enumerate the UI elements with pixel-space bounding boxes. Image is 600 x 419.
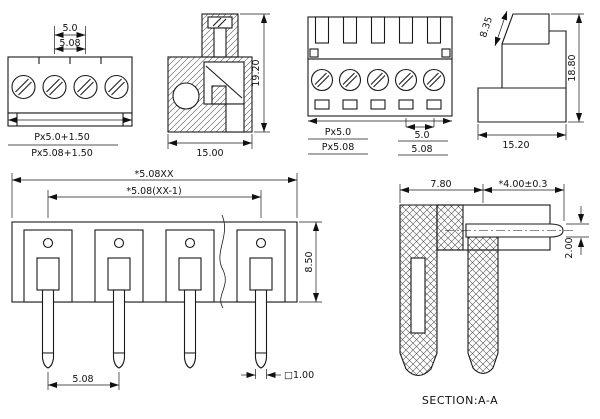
dim-8-50: 8.50: [304, 251, 315, 272]
dim-plug-height: 18.80: [551, 13, 584, 123]
view-plug-side: 8.35 18.80 15.20: [477, 10, 584, 151]
dim-8-35: 8.35: [478, 16, 495, 39]
header-pin-3: [178, 237, 202, 369]
dim-5-08xx-1: *5.08(XX-1): [126, 186, 181, 197]
dim-block-height: 19.20: [240, 13, 270, 133]
dim-15-00: 15.00: [196, 148, 223, 159]
plug-screw-3: [366, 68, 390, 92]
dim-header-pitch: 5.08: [47, 372, 120, 390]
dim-2-00: 2.00: [564, 237, 575, 258]
dim-pin-diameter: 2.00: [564, 206, 589, 259]
screw-4: [104, 74, 129, 100]
header-pin-2: [107, 237, 131, 369]
dim-header-total-width: *5.08XX: [11, 169, 298, 218]
pin-leg: [467, 249, 499, 375]
dim-header-span-width: *5.08(XX-1): [47, 186, 262, 218]
dim-7-80: 7.80: [430, 179, 451, 190]
dim-4-00: *4.00±0.3: [499, 179, 548, 190]
view-plug-front: 5.0 5.08 Px5.0 Px5.08: [307, 16, 453, 156]
wall-slot: [410, 257, 426, 334]
dim-plug-5-0: 5.0: [414, 130, 429, 141]
dim-pitch-5-08-header: 5.08: [72, 374, 93, 385]
plug-width-formula-1: Px5.0: [325, 127, 351, 138]
dim-5-08xx: *5.08XX: [135, 169, 174, 180]
dim-18-80: 18.80: [567, 54, 578, 81]
clamp-spring-line: [205, 65, 243, 99]
block-width-formula-1: Px5.0+1.50: [34, 132, 90, 143]
dim-block-depth: 15.00: [167, 134, 253, 159]
block-side-screw-shaft: [213, 27, 227, 58]
block-width-formula-2: Px5.08+1.50: [31, 148, 93, 159]
view-pin-header-section: 7.80 *4.00±0.3 2.00 SECTION:A-A: [399, 179, 589, 407]
dim-block-pitch: 5.0 5.08: [54, 23, 86, 54]
plug-screw-5: [422, 68, 446, 92]
plug-screw-2: [338, 68, 362, 92]
header-pin-1: [36, 237, 60, 369]
section-caption: SECTION:A-A: [422, 394, 498, 407]
header-pin-4: [249, 237, 273, 369]
dim-pin-length: *4.00±0.3: [483, 179, 565, 221]
plug-width-formula-2: Px5.08: [322, 142, 355, 153]
view-pin-header-front: *5.08XX *5.08(XX-1): [11, 169, 322, 390]
screw-3: [73, 74, 98, 100]
dim-header-height: 8.50: [299, 221, 322, 303]
dim-section-depth: 7.80: [399, 179, 484, 203]
view-terminal-block-front: 5.0 5.08 Px5.0+1.50 Px5.08+1.50: [7, 23, 133, 159]
plug-screw-1: [310, 68, 334, 92]
dim-plug-5-08: 5.08: [411, 144, 432, 155]
plug-side-outline: [477, 13, 567, 123]
dim-pitch-5-08: 5.08: [59, 38, 80, 49]
dim-plug-depth: 15.20: [477, 124, 567, 151]
dim-block-total-width: Px5.0+1.50 Px5.08+1.50: [8, 116, 132, 159]
dim-19-20: 19.20: [251, 59, 262, 86]
dim-pin-square: □1.00: [241, 369, 314, 381]
break-line: [219, 214, 226, 309]
view-terminal-block-side: 19.20 15.00: [167, 13, 270, 159]
block-base: [7, 112, 133, 127]
wire-entry-hole: [172, 82, 200, 110]
dim-15-20: 15.20: [502, 140, 529, 151]
dim-pitch-5-0: 5.0: [62, 23, 77, 34]
plug-screw-4: [394, 68, 418, 92]
dim-square-1-00: □1.00: [284, 370, 314, 381]
screw-2: [42, 74, 67, 100]
screw-1: [11, 74, 36, 100]
dim-plug-pitch: 5.0 5.08: [398, 118, 448, 156]
dim-plug-total-width: Px5.0 Px5.08: [308, 117, 452, 155]
bottom-opening: [225, 103, 245, 133]
